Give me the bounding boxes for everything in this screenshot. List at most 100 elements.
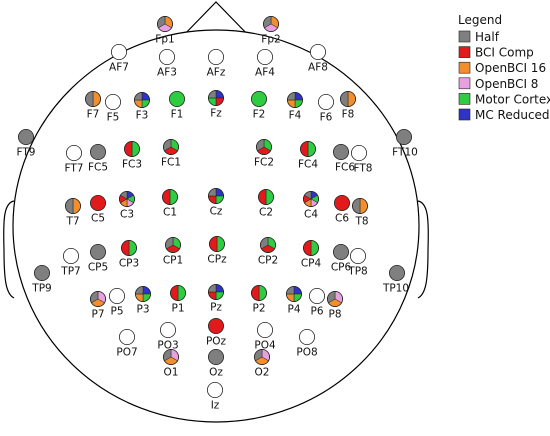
electrode-poz: POz xyxy=(206,317,227,348)
electrode-ring xyxy=(302,239,319,256)
electrode-label: Fp2 xyxy=(261,34,280,46)
electrode-label: AF4 xyxy=(255,67,275,79)
electrode-f6: F6 xyxy=(317,94,334,124)
legend-swatch xyxy=(458,108,471,121)
electrode-label: C3 xyxy=(120,209,134,221)
electrode-t7: T7 xyxy=(65,197,82,228)
electrode-ft8: FT8 xyxy=(350,144,373,175)
electrode-segment-bci-comp xyxy=(333,194,350,211)
electrode-f5: F5 xyxy=(105,94,122,124)
electrode-label: P6 xyxy=(310,306,323,318)
electrode-label: CPz xyxy=(207,254,227,266)
electrode-cp1: CP1 xyxy=(163,236,183,267)
electrode-marker-empty xyxy=(206,381,223,398)
electrode-c1: C1 xyxy=(161,188,178,219)
electrode-label: FT8 xyxy=(354,163,373,175)
electrode-marker-empty xyxy=(317,94,334,111)
electrode-ring xyxy=(253,348,270,365)
electrode-fc2: FC2 xyxy=(254,138,274,169)
electrode-label: POz xyxy=(206,336,227,348)
electrode-label: C2 xyxy=(259,207,273,219)
legend-item-half: Half xyxy=(458,30,500,44)
electrode-tp8: TP8 xyxy=(347,247,368,278)
electrode-marker-empty xyxy=(109,287,126,304)
legend-label: BCI Comp xyxy=(475,46,534,60)
electrode-label: AF7 xyxy=(109,62,129,74)
electrode-segment-bci-comp xyxy=(207,317,224,334)
electrode-label: T8 xyxy=(354,216,368,228)
electrode-ring xyxy=(161,188,178,205)
legend-item-bci-comp: BCI Comp xyxy=(458,46,534,60)
electrode-c2: C2 xyxy=(257,188,274,219)
electrode-marker-empty xyxy=(309,44,326,61)
electrode-label: FC5 xyxy=(88,162,108,174)
electrode-label: FC4 xyxy=(298,159,318,171)
electrode-ring xyxy=(262,15,279,32)
electrode-fc3: FC3 xyxy=(122,140,142,171)
electrode-ring xyxy=(285,285,302,302)
electrode-cp2: CP2 xyxy=(258,236,278,267)
electrode-po3: PO3 xyxy=(157,321,179,352)
electrode-p6: P6 xyxy=(308,287,325,318)
electrode-c5: C5 xyxy=(90,194,107,225)
electrode-label: AFz xyxy=(207,67,226,79)
electrode-label: TP7 xyxy=(60,266,80,278)
electrode-fc6: FC6 xyxy=(332,143,355,174)
electrode-label: CP4 xyxy=(301,258,322,270)
electrode-label: CP5 xyxy=(88,262,108,274)
electrode-label: F8 xyxy=(342,109,355,121)
electrode-label: FT10 xyxy=(392,147,418,159)
electrode-ring xyxy=(133,92,150,109)
electrode-tp10: TP10 xyxy=(382,264,409,295)
left-ear xyxy=(3,200,15,299)
electrode-label: T7 xyxy=(65,216,79,228)
electrode-f7: F7 xyxy=(85,91,102,121)
electrode-af3: AF3 xyxy=(157,49,177,79)
electrode-segment-half xyxy=(34,264,51,281)
electrode-label: Iz xyxy=(211,400,220,412)
electrode-ring xyxy=(85,91,102,108)
electrode-marker-empty xyxy=(159,321,176,338)
electrode-label: P1 xyxy=(171,303,184,315)
electrode-label: FC6 xyxy=(335,162,355,174)
electrode-label: TP9 xyxy=(31,283,51,295)
electrode-o1: O1 xyxy=(162,348,179,379)
electrode-ring xyxy=(351,197,368,214)
electrode-f8: F8 xyxy=(339,91,356,121)
electrode-p5: P5 xyxy=(109,287,126,318)
electrode-marker-empty xyxy=(298,328,315,345)
electrode-ring xyxy=(121,239,138,256)
electrode-ring xyxy=(255,138,272,155)
electrode-label: PO3 xyxy=(157,340,178,352)
electrode-ring xyxy=(156,15,173,32)
electrode-segment-half xyxy=(332,243,349,260)
legend-swatch xyxy=(458,77,471,90)
electrode-label: Pz xyxy=(210,302,222,314)
electrode-label: PO7 xyxy=(116,347,137,359)
electrode-label: P7 xyxy=(91,309,104,321)
electrode-af8: AF8 xyxy=(308,44,328,74)
electrode-ring xyxy=(119,190,136,207)
electrode-label: FC3 xyxy=(122,159,142,171)
legend-swatch xyxy=(458,61,471,74)
electrode-cpz: CPz xyxy=(207,235,227,266)
electrode-f4: F4 xyxy=(286,92,303,122)
electrode-af4: AF4 xyxy=(255,49,275,79)
electrode-ring xyxy=(299,140,316,157)
electrode-label: F6 xyxy=(320,112,333,124)
electrode-fz: Fz xyxy=(207,90,224,120)
electrode-ft9: FT9 xyxy=(17,128,35,159)
electrode-ring xyxy=(207,90,224,107)
head-outline xyxy=(3,1,429,423)
legend-swatch xyxy=(458,30,471,43)
electrode-label: TP10 xyxy=(382,283,409,295)
electrode-label: FC2 xyxy=(254,157,274,169)
electrode-label: O1 xyxy=(164,367,179,379)
electrode-ft7: FT7 xyxy=(65,144,83,175)
electrode-ring xyxy=(134,285,151,302)
electrode-segment-half xyxy=(90,243,107,260)
legend-swatch xyxy=(458,93,471,105)
electrode-tp7: TP7 xyxy=(60,247,81,278)
